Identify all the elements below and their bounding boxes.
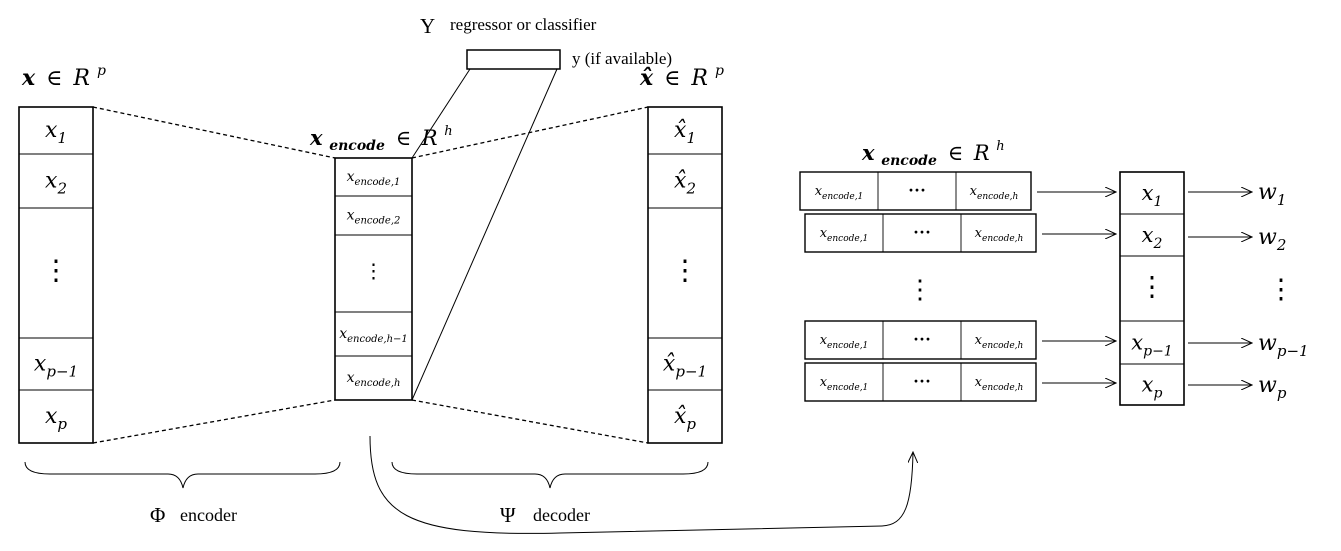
output-cell: x̂1	[674, 118, 696, 147]
dashed-encoder-bottom	[92, 399, 336, 444]
svg-text:x ∈ R p: x ∈ R p	[21, 63, 106, 91]
feature-cell: ⋮	[1139, 272, 1166, 302]
dashed-decoder-bottom	[411, 399, 649, 444]
encoded-cell: xencode,h−1	[339, 326, 408, 345]
encoded-row-dots: ···	[908, 180, 926, 200]
weight-ellipsis: ⋮	[1268, 274, 1295, 304]
encoder-label: encoder	[180, 505, 237, 525]
encoded-cell: ⋮	[364, 261, 384, 283]
encoded-row-first: xencode,1	[815, 184, 864, 202]
encoded-row-box	[804, 213, 1037, 253]
input-cell: xp−1	[34, 352, 78, 381]
weight-label: wp	[1258, 373, 1287, 402]
feature-cell: xp−1	[1131, 331, 1172, 360]
gamma-link-right	[411, 68, 558, 401]
encoded-row-last: xencode,h	[975, 226, 1024, 244]
input-vector: x1 x2 ⋮ xp−1 xp	[18, 106, 94, 444]
dashed-encoder-top	[92, 106, 336, 159]
output-cell: x̂p−1	[663, 352, 707, 381]
encoded-row-box	[804, 320, 1037, 360]
decoder-label: decoder	[533, 505, 590, 525]
weight-label: w2	[1258, 225, 1286, 254]
input-vector-border	[18, 106, 94, 444]
encoded-row-last: xencode,h	[975, 333, 1024, 351]
svg-text:x encode ∈ R: x encode ∈ R h	[309, 124, 453, 155]
curved-arrow	[369, 435, 913, 534]
encoded-row-first: xencode,1	[820, 226, 869, 244]
encoded-row: xencode,1 ··· xencode,h	[804, 213, 1037, 253]
feature-cell: x1	[1142, 181, 1163, 210]
encoded-cell: xencode,2	[347, 208, 401, 227]
encoded-rows: xencode,1···xencode,hxencode,1···xencode…	[799, 171, 1037, 402]
encoder-brace	[24, 461, 341, 489]
feature-vector-border	[1119, 171, 1185, 406]
encoded-header: x encode ∈ R h	[309, 124, 453, 155]
encoded-row: xencode,1 ··· xencode,h	[804, 362, 1037, 402]
output-cell: x̂p	[674, 404, 696, 433]
weight-label: w1	[1258, 180, 1286, 209]
encoded-row-dots: ···	[913, 222, 931, 242]
input-cell: x1	[45, 118, 67, 147]
output-header: x̂ ∈ R p	[639, 63, 724, 91]
svg-text:x encode ∈ R: x encode ∈ R h	[861, 139, 1005, 170]
dashed-decoder-top	[411, 106, 649, 159]
svg-text:x̂ ∈ R p: x̂ ∈ R p	[639, 63, 724, 91]
encoded-cell: xencode,h	[347, 370, 401, 389]
gamma-label: regressor or classifier	[450, 15, 597, 34]
output-cell: ⋮	[671, 256, 699, 287]
weights-header: x encode ∈ R h	[861, 139, 1005, 170]
encoded-cell: xencode,1	[347, 169, 401, 188]
output-vector-border	[647, 106, 723, 444]
phi-symbol: Φ	[150, 503, 165, 527]
gamma-output-box	[466, 49, 561, 70]
encoded-row-last: xencode,h	[970, 184, 1019, 202]
weight-label: wp−1	[1258, 331, 1309, 360]
encoded-row-box	[799, 171, 1032, 211]
encoded-row-last: xencode,h	[975, 375, 1024, 393]
input-cell: ⋮	[42, 256, 70, 287]
rows-ellipsis: ⋮	[907, 275, 933, 304]
encoded-vector: xencode,1 xencode,2 ⋮ xencode,h−1 xencode,h	[334, 157, 413, 401]
encoded-row: xencode,1 ··· xencode,h	[804, 320, 1037, 360]
gamma-y-label: y (if available)	[572, 49, 672, 68]
input-header: x ∈ R p	[21, 63, 106, 91]
output-vector: x̂1 x̂2 ⋮ x̂p−1 x̂p	[647, 106, 723, 444]
encoded-row-dots: ···	[913, 371, 931, 391]
weight-outputs: w1 w2 ⋮ wp−1 wp	[1037, 180, 1309, 402]
encoded-row: xencode,1 ··· xencode,h	[799, 171, 1032, 211]
output-cell: x̂2	[674, 169, 696, 198]
input-cell: x2	[45, 169, 67, 198]
psi-symbol: Ψ	[500, 503, 516, 527]
decoder-brace	[391, 461, 709, 489]
feature-vector: x1 x2 ⋮ xp−1 xp	[1119, 171, 1185, 406]
feature-cell: x2	[1142, 223, 1163, 252]
encoded-vector-border	[334, 157, 413, 401]
gamma-link-left	[411, 68, 471, 159]
gamma-symbol: Υ	[420, 14, 435, 38]
input-cell: xp	[45, 404, 67, 433]
encoded-row-dots: ···	[913, 329, 931, 349]
encoded-row-box	[804, 362, 1037, 402]
encoded-row-first: xencode,1	[820, 375, 869, 393]
encoded-row-first: xencode,1	[820, 333, 869, 351]
feature-cell: xp	[1142, 373, 1163, 402]
